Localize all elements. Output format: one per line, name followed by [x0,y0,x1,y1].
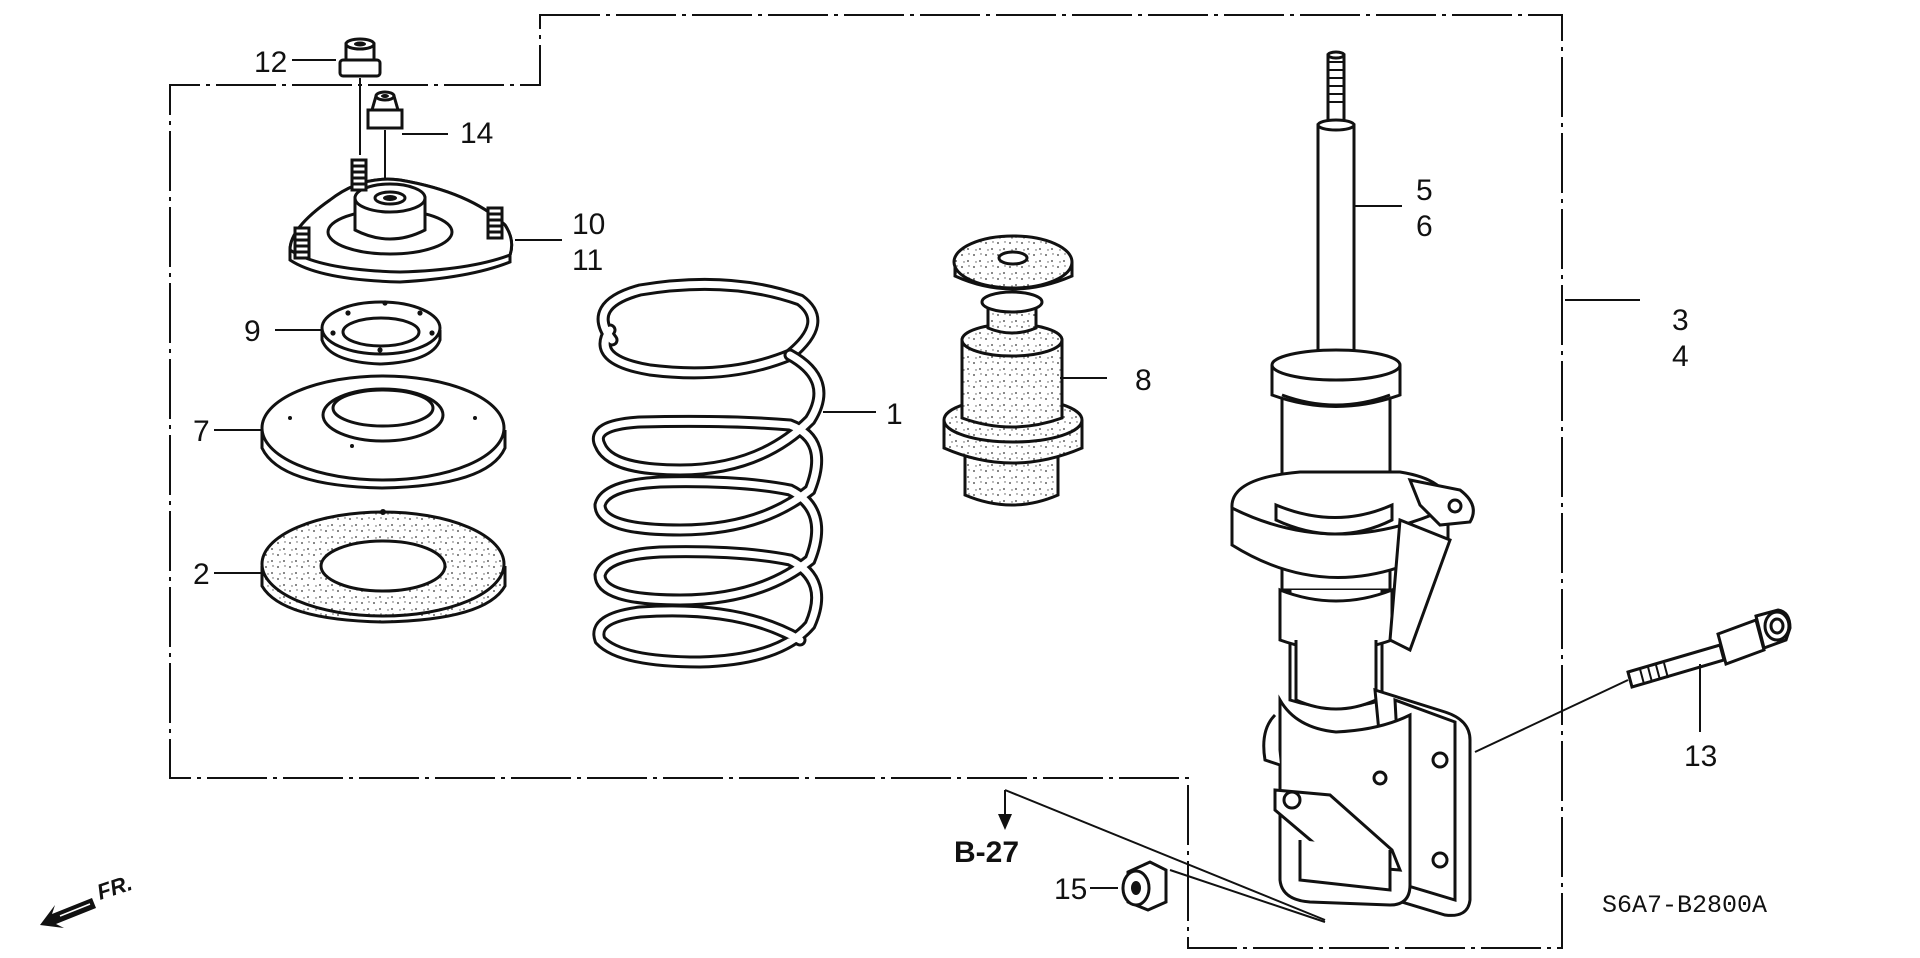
diagram-code: S6A7-B2800A [1602,891,1767,920]
bearing-9[interactable] [320,300,442,366]
coil-spring-1[interactable] [591,277,826,669]
label-part-5: 5 [1416,174,1433,207]
label-part-4: 4 [1672,340,1689,373]
ref-line-upper [1004,789,1326,921]
label-part-6: 6 [1416,210,1433,243]
reference-b27[interactable]: B-27 [954,836,1019,869]
label-part-3: 3 [1672,304,1689,337]
upper-mount-base-10-11[interactable] [288,158,514,284]
flange-nut-12[interactable] [338,37,382,78]
label-part-13: 13 [1684,740,1717,773]
front-direction-label: FR. [94,870,135,905]
assembly-boundary [169,14,1563,949]
ref-line-lower [1169,869,1326,923]
label-part-8: 8 [1135,364,1152,397]
label-part-1: 1 [886,398,903,431]
label-part-14: 14 [460,117,493,150]
front-direction-arrow [40,898,96,928]
label-part-2: 2 [193,558,210,591]
label-part-7: 7 [193,415,210,448]
label-part-9: 9 [244,315,261,348]
self-locking-nut-14[interactable] [366,90,404,130]
label-part-12: 12 [254,46,287,79]
label-part-11: 11 [572,244,603,277]
bump-stop-8[interactable] [942,234,1084,507]
label-part-10: 10 [572,208,605,241]
flange-nut-15[interactable] [1121,860,1168,912]
spring-mounting-rubber-2[interactable] [260,509,507,624]
strut-housing-3-4[interactable] [1230,470,1475,917]
spring-seat-7[interactable] [260,374,507,490]
flange-bolt-13[interactable] [1626,608,1792,689]
ref-arrowhead [998,814,1012,830]
leader-13-to-bracket [1474,679,1629,753]
label-part-15: 15 [1054,873,1087,906]
